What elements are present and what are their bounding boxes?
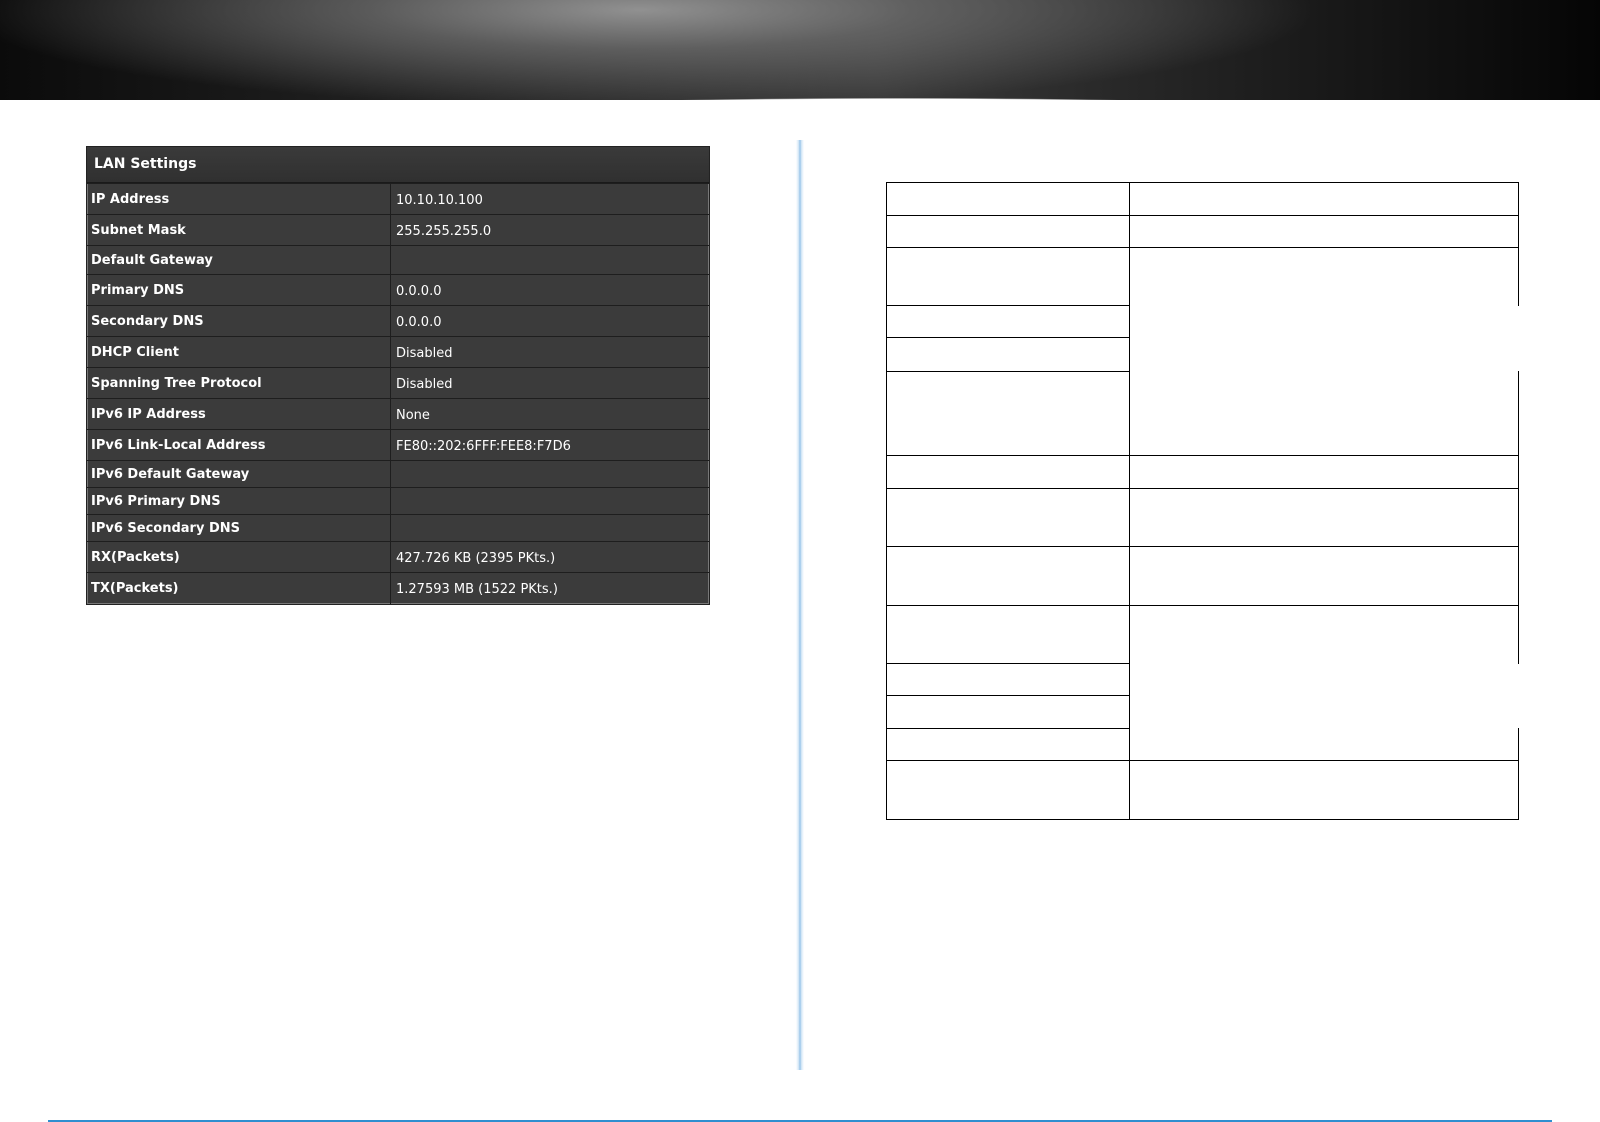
table-cell — [886, 247, 1130, 306]
table-cell — [1129, 247, 1519, 306]
row-label: TX(Packets) — [87, 573, 391, 604]
row-label: IPv6 Default Gateway — [87, 461, 391, 487]
row-value: 255.255.255.0 — [396, 223, 492, 239]
row-value — [391, 461, 709, 487]
row-label: Secondary DNS — [87, 306, 391, 336]
row-label: DHCP Client — [87, 337, 391, 367]
row-value — [391, 246, 709, 274]
table-cell — [1129, 488, 1519, 547]
row-value: 427.726 KB (2395 PKts.) — [396, 550, 556, 566]
lan-row-ipv6-default-gateway: IPv6 Default Gateway — [87, 460, 709, 487]
lan-settings-title: LAN Settings — [87, 147, 709, 183]
row-label: IPv6 IP Address — [87, 399, 391, 429]
lan-settings-panel: LAN Settings IP Address 10.10.10.100 Sub… — [86, 146, 710, 605]
row-label: Spanning Tree Protocol — [87, 368, 391, 398]
table-cell — [1129, 371, 1519, 456]
table-cell — [1129, 546, 1519, 606]
lan-row-tx-packets: TX(Packets) 1.27593 MB (1522 PKts.) — [87, 572, 709, 604]
table-cell — [886, 371, 1130, 456]
row-value — [391, 488, 709, 514]
row-label: IP Address — [87, 184, 391, 214]
row-label: Primary DNS — [87, 275, 391, 305]
row-label: IPv6 Secondary DNS — [87, 515, 391, 541]
lan-row-primary-dns: Primary DNS 0.0.0.0 — [87, 274, 709, 305]
table-cell — [886, 182, 1130, 216]
lan-row-ipv6-ip-address: IPv6 IP Address None — [87, 398, 709, 429]
row-value: 0.0.0.0 — [396, 283, 442, 299]
row-label: RX(Packets) — [87, 542, 391, 572]
row-value: Disabled — [396, 345, 453, 361]
top-banner — [0, 0, 1600, 100]
lan-row-spanning-tree: Spanning Tree Protocol Disabled — [87, 367, 709, 398]
lan-row-rx-packets: RX(Packets) 427.726 KB (2395 PKts.) — [87, 541, 709, 572]
table-cell — [1129, 728, 1519, 761]
table-cell — [1129, 182, 1519, 216]
table-cell — [886, 695, 1130, 728]
lan-row-ip-address: IP Address 10.10.10.100 — [87, 183, 709, 214]
table-cell — [1129, 455, 1519, 489]
lan-row-default-gateway: Default Gateway — [87, 245, 709, 274]
table-cell — [886, 760, 1130, 820]
table-cell — [886, 605, 1130, 664]
footer-rule — [48, 1120, 1552, 1122]
row-value: 0.0.0.0 — [396, 314, 442, 330]
row-value: 10.10.10.100 — [396, 192, 483, 208]
lan-row-subnet-mask: Subnet Mask 255.255.255.0 — [87, 214, 709, 245]
lan-row-ipv6-primary-dns: IPv6 Primary DNS — [87, 487, 709, 514]
table-cell — [886, 337, 1130, 371]
table-cell — [886, 546, 1130, 606]
table-cell — [886, 305, 1130, 338]
table-cell — [886, 215, 1130, 248]
row-value: FE80::202:6FFF:FEE8:F7D6 — [396, 438, 571, 454]
row-value — [391, 515, 709, 541]
lan-row-secondary-dns: Secondary DNS 0.0.0.0 — [87, 305, 709, 336]
lan-row-dhcp-client: DHCP Client Disabled — [87, 336, 709, 367]
row-label: IPv6 Link-Local Address — [87, 430, 391, 460]
table-cell — [886, 488, 1130, 547]
table-cell — [1129, 760, 1519, 820]
table-cell — [1129, 215, 1519, 248]
lan-row-ipv6-link-local: IPv6 Link-Local Address FE80::202:6FFF:F… — [87, 429, 709, 460]
row-value: None — [396, 407, 430, 423]
table-cell — [1129, 605, 1519, 664]
row-value: Disabled — [396, 376, 453, 392]
row-label: Default Gateway — [87, 246, 391, 274]
table-cell — [886, 728, 1130, 761]
table-cell — [886, 455, 1130, 489]
table-cell — [886, 663, 1130, 696]
page-divider — [796, 140, 804, 1070]
row-label: IPv6 Primary DNS — [87, 488, 391, 514]
row-value: 1.27593 MB (1522 PKts.) — [396, 582, 558, 597]
lan-row-ipv6-secondary-dns: IPv6 Secondary DNS — [87, 514, 709, 541]
row-label: Subnet Mask — [87, 215, 391, 245]
